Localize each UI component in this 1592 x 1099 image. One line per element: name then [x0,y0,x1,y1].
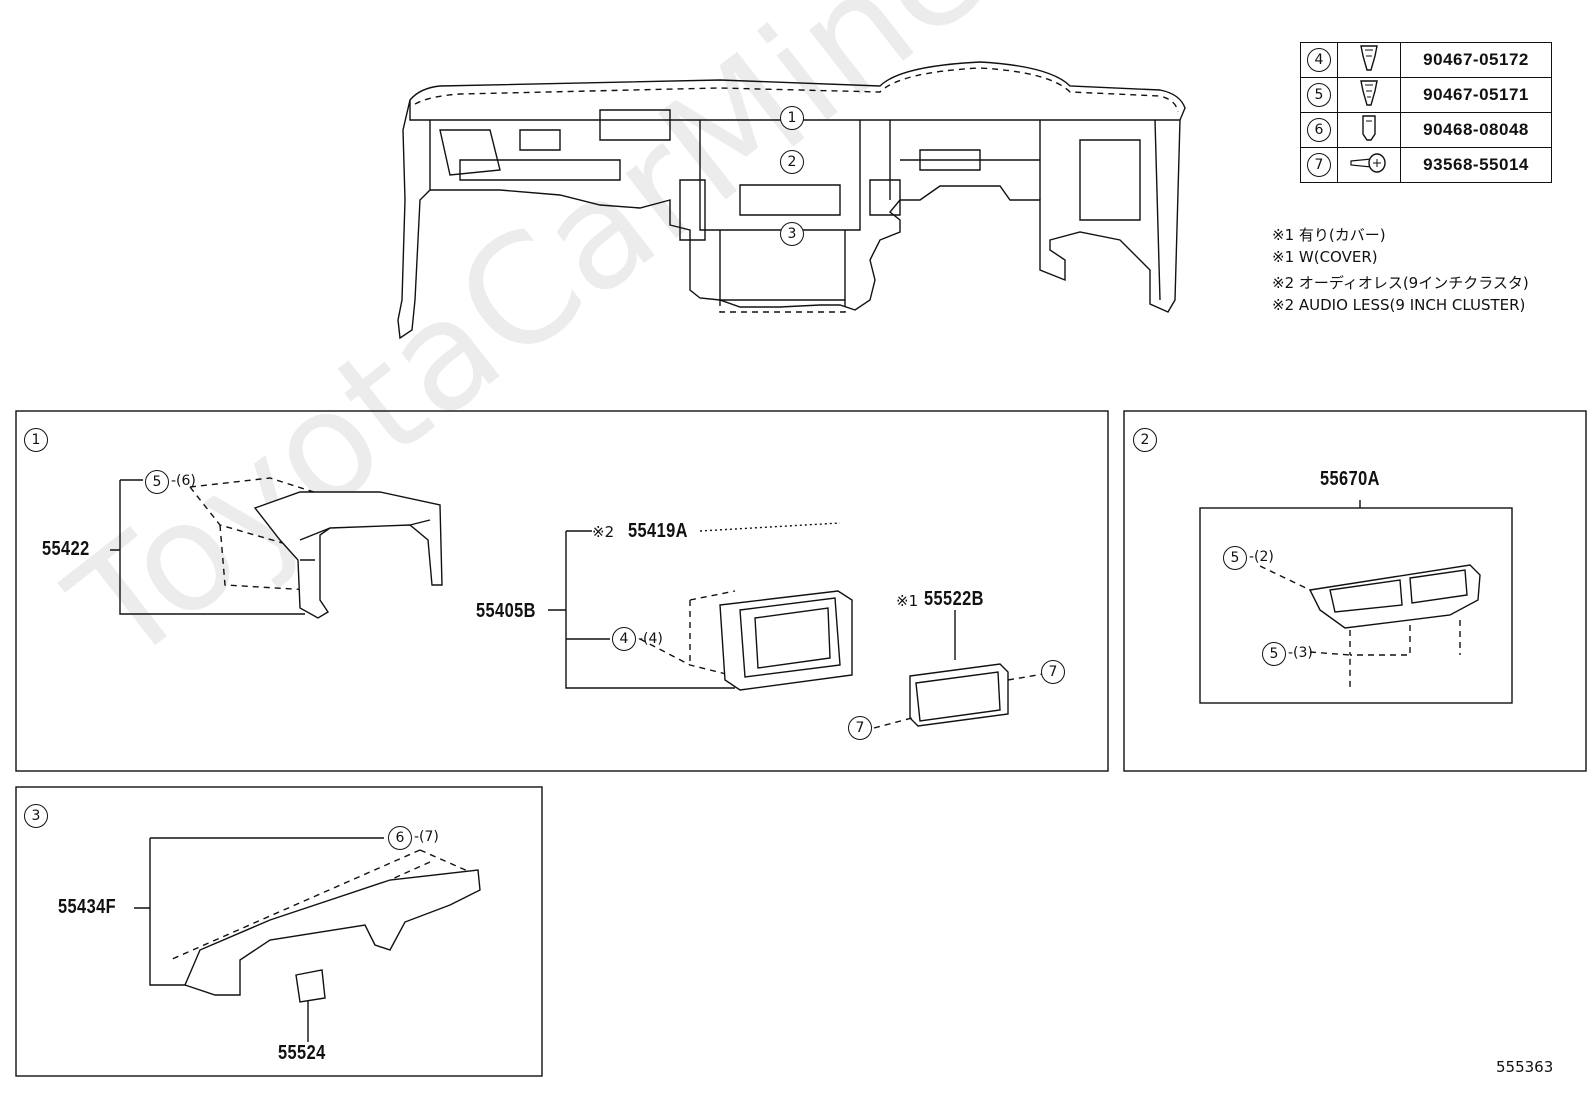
note-line: ※1 W(COVER) [1272,248,1378,266]
upper-cover-drawing [253,491,443,619]
fastener-part-number[interactable]: 93568-55014 [1400,147,1552,183]
part-55419A[interactable]: 55419A [628,520,688,542]
panel2-label: 2 [1133,428,1157,452]
part-55670A[interactable]: 55670A [1320,468,1380,490]
note-mark-2: ※2 [592,523,615,541]
fastener-part-number[interactable]: 90468-08048 [1400,112,1552,148]
callout-5-qty: -(2) [1249,549,1274,565]
fastener-table: 4 90467-05172 5 90467-05171 6 90468-0804… [1300,42,1552,183]
dashed-55434F [169,849,471,961]
fastener-ref: 4 [1307,48,1331,72]
overview-callout-3[interactable]: 3 [780,222,804,246]
callout-7[interactable]: 7 [1041,660,1065,684]
part-55524[interactable]: 55524 [278,1042,326,1064]
panel3-label: 3 [24,804,48,828]
table-row: 6 90468-08048 [1300,112,1552,148]
callout-5[interactable]: 5 [1223,546,1247,570]
clip-icon [1362,114,1376,141]
note-line: ※2 オーディオレス(9インチクラスタ) [1272,274,1529,292]
clip-55524-drawing [295,969,326,1003]
callout-6-qty: -(7) [414,829,439,845]
callout-4[interactable]: 4 [612,627,636,651]
table-row: 4 90467-05172 [1300,42,1552,78]
diagram-id: 555363 [1496,1058,1554,1076]
table-row: 5 90467-05171 [1300,77,1552,113]
panel2-group-frame [1199,507,1513,704]
callout-7[interactable]: 7 [848,716,872,740]
fastener-part-number[interactable]: 90467-05172 [1400,42,1552,78]
dashed-55670A [1259,565,1461,690]
callout-5[interactable]: 5 [1262,642,1286,666]
callout-6[interactable]: 6 [388,826,412,850]
panel2-frame [1123,410,1587,772]
note-line: ※1 有り(カバー) [1272,226,1386,244]
fastener-ref: 7 [1307,153,1331,177]
dashboard-overview-drawing [397,61,1186,340]
clip-icon [1360,44,1378,71]
fastener-ref: 5 [1307,83,1331,107]
leader-55434F [134,837,384,986]
dashboard-overview-dashed [414,67,1179,313]
lower-cover-55434F-drawing [184,869,481,996]
panel1-frame [15,410,1109,772]
display-frame-drawing [719,590,853,691]
vent-55670A-drawing [1308,564,1481,629]
panel3-frame [15,786,543,1077]
callout-5-qty: -(3) [1288,645,1313,661]
callout-5-qty: -(6) [171,473,196,489]
note-mark-1: ※1 [896,592,919,610]
overview-callout-1[interactable]: 1 [780,106,804,130]
fastener-part-number[interactable]: 90467-05171 [1400,77,1552,113]
note-line: ※2 AUDIO LESS(9 INCH CLUSTER) [1272,296,1526,314]
part-55434F[interactable]: 55434F [58,896,117,918]
overview-callout-2[interactable]: 2 [780,150,804,174]
part-55405B[interactable]: 55405B [476,600,536,622]
callout-4-qty: -(4) [638,631,663,647]
part-55422[interactable]: 55422 [42,538,90,560]
callout-5[interactable]: 5 [145,470,169,494]
clip-icon [1360,79,1378,106]
leader-55422 [110,479,305,615]
screw-icon [1350,152,1386,173]
dashed-55405B [639,590,736,676]
part-55522B[interactable]: 55522B [924,588,984,610]
fastener-ref: 6 [1307,118,1331,142]
panel1-label: 1 [24,428,48,452]
table-row: 7 93568-55014 [1300,147,1552,183]
leader-55405B [548,530,735,689]
